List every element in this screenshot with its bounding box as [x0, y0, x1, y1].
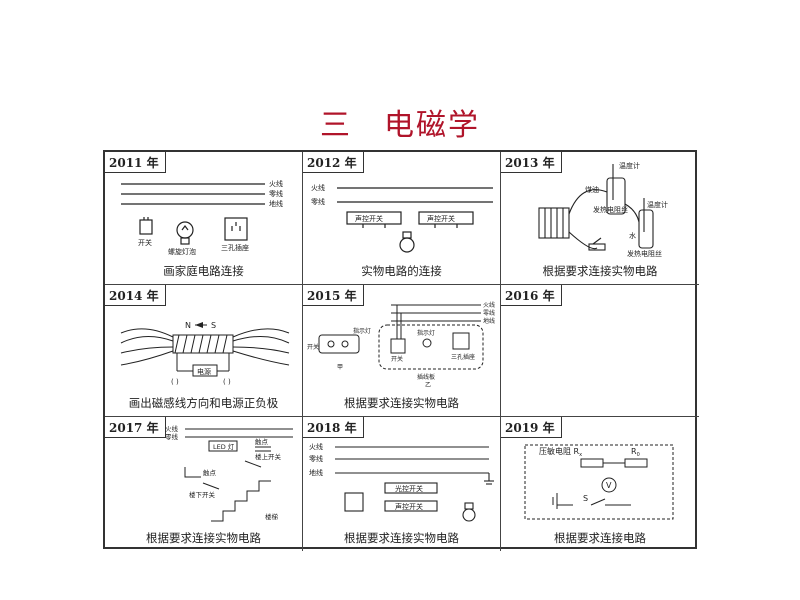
label-light-switch: 光控开关: [395, 484, 423, 493]
year-label: 2014 年: [105, 285, 166, 306]
cell-caption: 画出磁感线方向和电源正负极: [128, 396, 279, 410]
year-label: 2013 年: [501, 152, 562, 173]
label-jia: 甲: [337, 364, 343, 371]
label-board: 插线板: [417, 373, 435, 381]
label-neutral: 零线: [165, 432, 179, 441]
label-socket: 三孔插座: [451, 353, 475, 361]
label-live: 火线: [311, 183, 325, 192]
label-downstairs-switch: 楼下开关: [189, 490, 216, 499]
cell-caption: 画家庭电路连接: [163, 264, 244, 278]
diagram-2017-stair-switches: 火线 零线 LED 灯 触点 楼上开关 触点 楼下开关 楼梯: [165, 424, 293, 522]
label-water: 水: [629, 231, 636, 240]
page-title: 三电磁学: [0, 100, 800, 144]
label-stairs: 楼梯: [265, 512, 279, 521]
diagram-2011-household-circuit: 火线 零线 地线 开关 螺旋灯泡 三孔插座: [121, 179, 283, 256]
diagram-2014-solenoid: N S 电源 ( ) ( ): [120, 321, 290, 386]
exam-topic-grid: 2011 年 火线 零线 地线 开关 螺旋灯泡: [103, 150, 699, 551]
label-sound-switch: 声控开关: [395, 502, 423, 511]
label-ground: 地线: [309, 468, 323, 477]
label-pressure-resistor: 压敏电阻 Rx: [539, 446, 582, 458]
cell-2014: 2014 年 N S 电源 (: [105, 285, 303, 417]
section-number: 三: [320, 108, 352, 143]
label-sound-switch-a: 声控开关: [355, 214, 383, 223]
cell-caption: 根据要求连接实物电路: [146, 531, 261, 545]
label-led: LED 灯: [213, 442, 235, 451]
label-left-paren: ( ): [171, 378, 179, 386]
label-live: 火线: [269, 179, 283, 188]
label-neutral: 零线: [309, 454, 323, 463]
label-r0: R0: [631, 447, 640, 458]
label-ground: 地线: [483, 317, 495, 325]
year-label: 2018 年: [303, 417, 364, 438]
label-thermometer-1: 温度计: [619, 161, 640, 170]
cell-2019: 2019 年 压敏电阻 Rx R0 V S 根据要求连接电路: [501, 417, 699, 551]
cell-caption: 实物电路的连接: [361, 264, 442, 278]
cell-caption: 根据要求连接电路: [554, 531, 646, 545]
label-switch-b: 开关: [391, 355, 403, 363]
label-live: 火线: [309, 442, 323, 451]
label-ground: 地线: [269, 199, 283, 208]
label-contact-b: 触点: [203, 468, 217, 477]
year-label: 2016 年: [501, 285, 562, 306]
label-wire-1: 发热电阻丝: [593, 205, 628, 214]
label-neutral: 零线: [311, 197, 325, 206]
label-power-source: 电源: [197, 367, 211, 376]
year-label: 2012 年: [303, 152, 364, 173]
cell-2012: 2012 年 火线 零线 声控开关 声控开关 实物电路的连接: [303, 152, 501, 285]
diagram-2013-heating-experiment: 温度计 煤油 发热电阻丝 温度计 水 发热电阻丝: [538, 161, 668, 258]
cell-2017: 2017 年 火线 零线 LED 灯 触点 楼上开关 触点 楼下开关 楼梯: [105, 417, 303, 551]
label-switch: 开关: [138, 238, 152, 247]
cell-caption: 根据要求连接实物电路: [344, 531, 459, 545]
diagram-2019-pressure-circuit: 压敏电阻 Rx R0 V S: [524, 444, 674, 520]
cell-2018: 2018 年 火线 零线 地线 光控开关 声控开关: [303, 417, 501, 551]
label-right-paren: ( ): [223, 378, 231, 386]
year-label: 2017 年: [105, 417, 166, 438]
cell-2016: 2016 年: [501, 285, 699, 417]
section-title: 电磁学: [384, 108, 480, 143]
cell-2013: 2013 年 温度计 煤油 发热电阻丝 温度计 水: [501, 152, 699, 285]
year-label: 2015 年: [303, 285, 364, 306]
cell-2015: 2015 年 火线 零线 地线 指示灯 开关: [303, 285, 501, 417]
label-thermometer-2: 温度计: [647, 200, 668, 209]
cell-caption: 根据要求连接实物电路: [344, 396, 459, 410]
diagram-2015-power-strip: 火线 零线 地线 指示灯 开关 甲 指示灯 开关 三孔插座 插线板 乙: [307, 301, 495, 389]
label-contact-a: 触点: [255, 437, 269, 446]
label-neutral: 零线: [483, 309, 495, 317]
label-upstairs-switch: 楼上开关: [255, 452, 282, 461]
label-sound-switch-b: 声控开关: [427, 214, 455, 223]
label-indicator-b: 指示灯: [417, 329, 435, 337]
label-oil: 煤油: [585, 185, 599, 194]
label-yi: 乙: [425, 382, 431, 389]
label-socket: 三孔插座: [221, 243, 249, 252]
cell-2011: 2011 年 火线 零线 地线 开关 螺旋灯泡: [105, 152, 303, 285]
year-label: 2011 年: [105, 152, 166, 173]
label-bulb: 螺旋灯泡: [168, 247, 196, 256]
diagram-2018-light-sound-switches: 火线 零线 地线 光控开关 声控开关: [309, 442, 494, 522]
label-north: N: [185, 321, 191, 330]
label-wire-2: 发热电阻丝: [627, 249, 662, 258]
label-switch: S: [583, 494, 588, 503]
diagram-2012-sound-switches: 火线 零线 声控开关 声控开关: [311, 183, 493, 253]
label-south: S: [211, 321, 216, 330]
cell-caption: 根据要求连接实物电路: [542, 264, 658, 278]
label-live: 火线: [165, 424, 179, 433]
label-neutral: 零线: [269, 189, 283, 198]
label-indicator-a: 指示灯: [353, 327, 371, 335]
label-voltmeter: V: [606, 481, 612, 490]
label-switch-a: 开关: [307, 343, 319, 351]
label-live: 火线: [483, 301, 495, 309]
year-label: 2019 年: [501, 417, 562, 438]
